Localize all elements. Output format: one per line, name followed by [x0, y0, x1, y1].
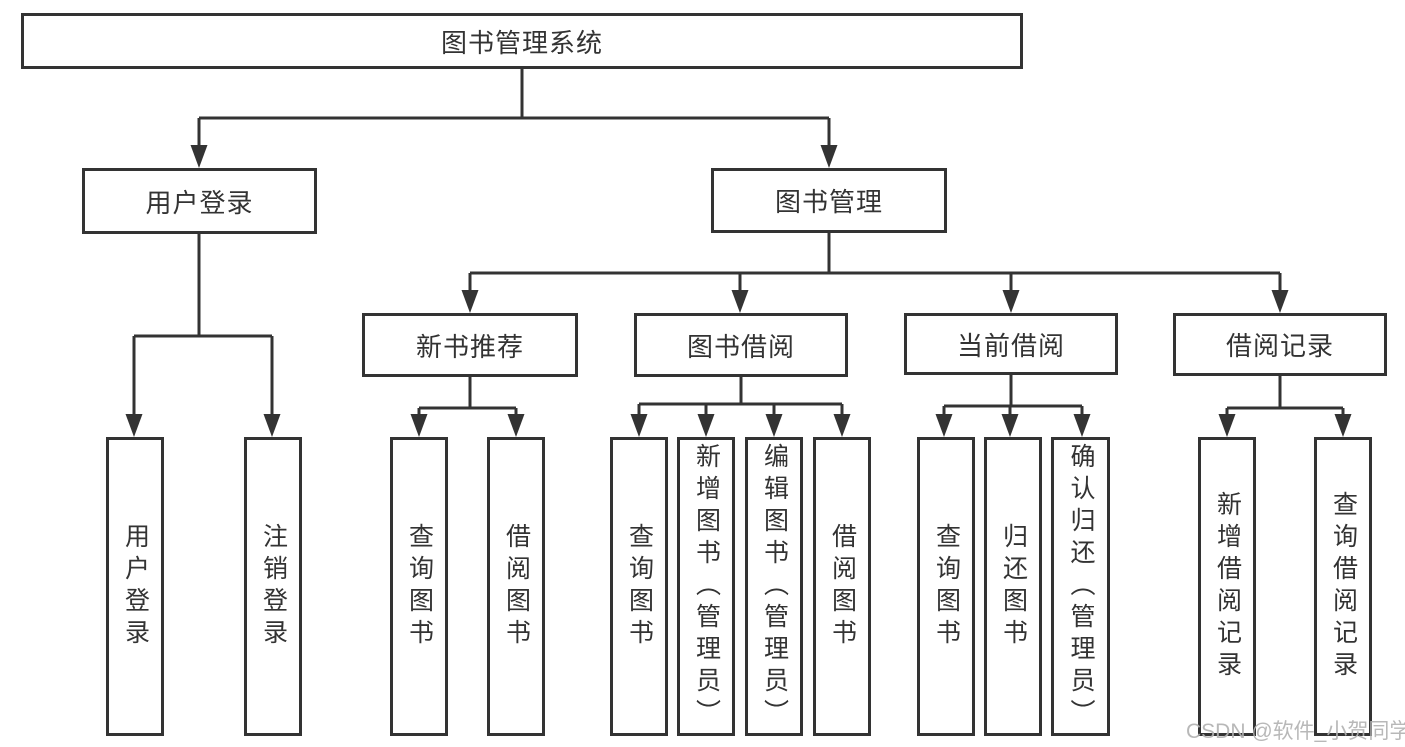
leaf-borrow-books-recommend: 借阅图书 — [487, 437, 545, 736]
leaf-query-borrow-record: 查询借阅记录 — [1314, 437, 1372, 736]
leaf-edit-book-admin-label: 编辑图书（管理员） — [760, 442, 789, 731]
node-user-login: 用户登录 — [82, 168, 317, 234]
node-book-borrowing: 图书借阅 — [634, 313, 848, 377]
leaf-query-books-borrowing: 查询图书 — [610, 437, 668, 736]
leaf-query-books-current-label: 查询图书 — [932, 522, 961, 651]
leaf-add-book-admin-label: 新增图书（管理员） — [692, 442, 721, 731]
node-user-login-label: 用户登录 — [145, 187, 254, 218]
node-new-book-recommend: 新书推荐 — [362, 313, 578, 377]
csdn-watermark: CSDN @软件_小贺同学 — [1186, 720, 1405, 743]
leaf-edit-book-admin: 编辑图书（管理员） — [745, 437, 803, 736]
node-borrow-records: 借阅记录 — [1173, 313, 1387, 376]
leaf-add-book-admin: 新增图书（管理员） — [677, 437, 735, 736]
leaf-return-book: 归还图书 — [984, 437, 1042, 736]
node-root-label: 图书管理系统 — [440, 27, 603, 58]
leaf-confirm-return-admin: 确认归还（管理员） — [1051, 437, 1110, 736]
leaf-logout: 注销登录 — [244, 437, 302, 736]
leaf-borrow-books-borrowing: 借阅图书 — [813, 437, 871, 736]
leaf-user-login: 用户登录 — [106, 437, 164, 736]
leaf-query-books-current: 查询图书 — [917, 437, 975, 736]
leaf-borrow-books-recommend-label: 借阅图书 — [502, 522, 531, 651]
leaf-logout-label: 注销登录 — [259, 522, 288, 651]
node-book-borrowing-label: 图书借阅 — [686, 331, 795, 362]
leaf-user-login-label: 用户登录 — [121, 522, 150, 651]
leaf-query-books-borrowing-label: 查询图书 — [625, 522, 654, 651]
leaf-confirm-return-admin-label: 确认归还（管理员） — [1067, 442, 1095, 731]
leaf-add-borrow-record: 新增借阅记录 — [1198, 437, 1256, 736]
leaf-query-borrow-record-label: 查询借阅记录 — [1329, 490, 1358, 683]
node-book-management: 图书管理 — [711, 168, 947, 233]
node-book-management-label: 图书管理 — [774, 187, 883, 217]
node-current-borrowing-label: 当前借阅 — [956, 330, 1065, 361]
leaf-add-borrow-record-label: 新增借阅记录 — [1213, 490, 1242, 683]
leaf-query-books-recommend: 查询图书 — [390, 437, 448, 736]
leaf-borrow-books-borrowing-label: 借阅图书 — [828, 522, 857, 651]
node-new-book-recommend-label: 新书推荐 — [415, 331, 524, 362]
leaf-return-book-label: 归还图书 — [999, 522, 1028, 651]
node-borrow-records-label: 借阅记录 — [1225, 331, 1334, 361]
node-current-borrowing: 当前借阅 — [904, 313, 1118, 375]
leaf-query-books-recommend-label: 查询图书 — [405, 522, 434, 651]
node-root: 图书管理系统 — [21, 13, 1023, 69]
